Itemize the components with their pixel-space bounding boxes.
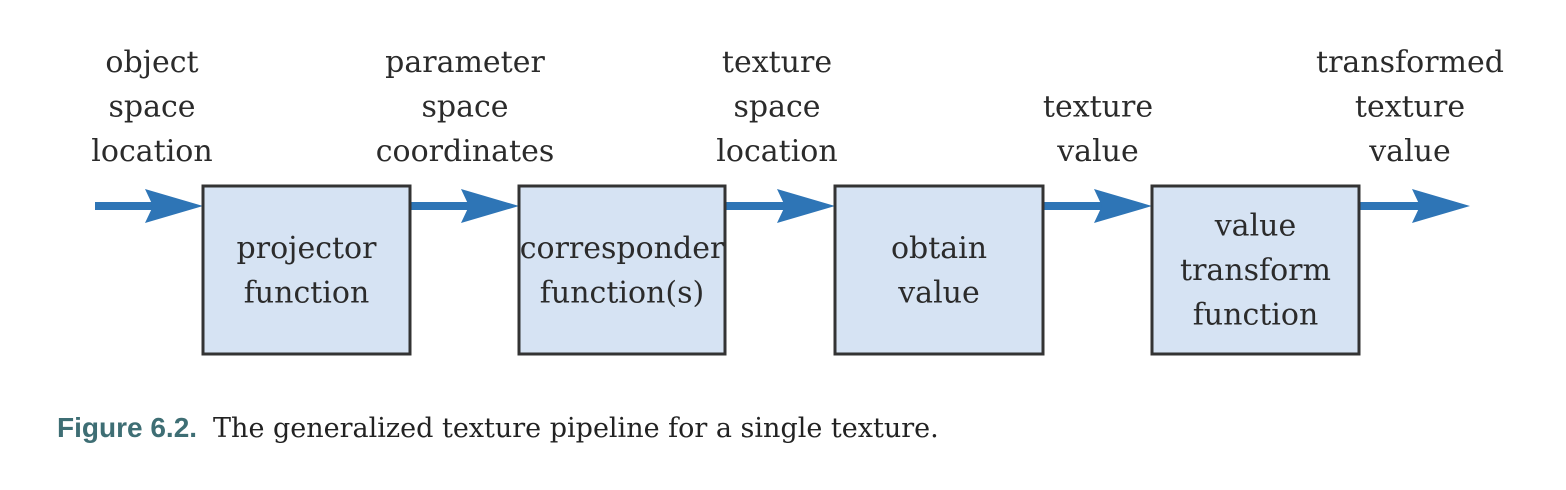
stage-label-1: object space location [91, 45, 212, 169]
pipeline-boxes: projector function corresponder function(s)… [201, 184, 1361, 356]
stage-label-line: space [733, 90, 820, 125]
arrow-head [1094, 189, 1152, 223]
box-label-line: transform [1180, 253, 1331, 288]
pipeline-arrows [95, 189, 1470, 223]
box-label-line: value [897, 275, 980, 310]
arrow-2 [410, 189, 519, 223]
stage-label-line: location [91, 134, 212, 169]
arrow-head [145, 189, 203, 223]
box-rect [833, 184, 1045, 356]
process-box-2: corresponder function(s) [517, 184, 727, 356]
box-rect [1150, 184, 1361, 356]
box-label-line: corresponder [520, 231, 725, 266]
arrow-5 [1359, 189, 1470, 223]
stage-label-line: object [105, 45, 198, 80]
stage-label-line: space [108, 90, 195, 125]
box-rect [201, 184, 412, 356]
box-label-line: function(s) [540, 275, 704, 310]
stage-label-5: transformed texture value [1316, 45, 1504, 169]
stage-label-line: value [1056, 134, 1139, 169]
box-label-line: projector [237, 231, 378, 266]
caption-label: Figure 6.2. [57, 412, 197, 443]
process-box-3: obtain value [833, 184, 1045, 356]
arrow-1 [95, 189, 203, 223]
stage-label-line: texture [1355, 90, 1465, 125]
stage-label-line: texture [1043, 90, 1153, 125]
box-rect [517, 184, 727, 356]
stage-label-4: texture value [1043, 90, 1153, 170]
box-label-line: obtain [891, 231, 987, 266]
stage-label-line: texture [722, 45, 832, 80]
stage-label-3: texture space location [716, 45, 837, 169]
box-label-line: value [1214, 209, 1297, 244]
stage-label-line: space [421, 90, 508, 125]
arrow-head [777, 189, 835, 223]
stage-label-line: parameter [385, 45, 545, 80]
caption-text: The generalized texture pipeline for a s… [213, 413, 939, 444]
process-box-1: projector function [201, 184, 412, 356]
stage-label-line: coordinates [376, 134, 554, 169]
pipeline-labels: object space location parameter space coordin… [91, 45, 1504, 169]
arrow-head [461, 189, 519, 223]
stage-label-line: value [1368, 134, 1451, 169]
stage-label-2: parameter space coordinates [376, 45, 554, 169]
arrow-3 [725, 189, 835, 223]
stage-label-line: transformed [1316, 45, 1504, 80]
figure-caption: Figure 6.2. The generalized texture pipel… [57, 412, 939, 444]
stage-label-line: location [716, 134, 837, 169]
box-label-line: function [1193, 298, 1319, 333]
box-label-line: function [244, 275, 370, 310]
process-box-4: value transform function [1150, 184, 1361, 356]
arrow-head [1412, 189, 1470, 223]
arrow-4 [1043, 189, 1152, 223]
